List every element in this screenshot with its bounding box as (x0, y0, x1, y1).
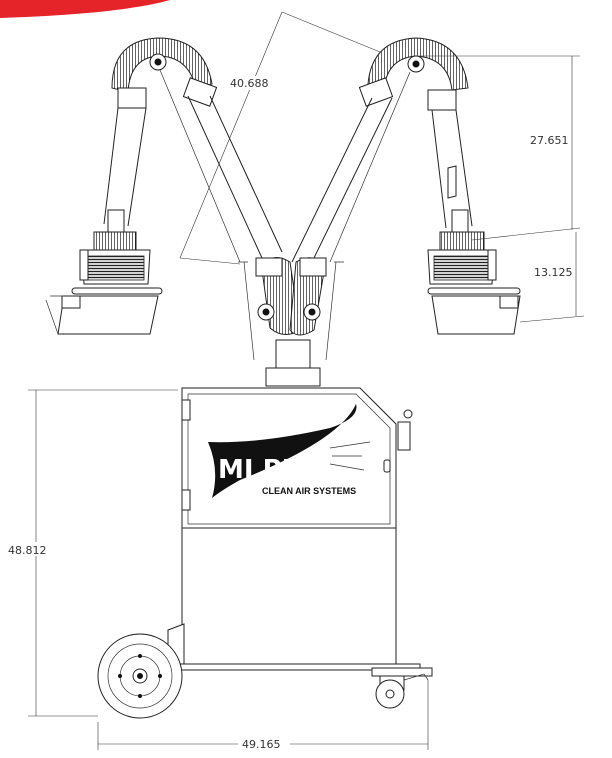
dimension-label-cabinet-height: 48.812 (8, 544, 47, 557)
cabinet: MI PDAIR CLEAN AIR SYSTEMS (167, 387, 421, 671)
center-joint (238, 257, 344, 387)
dimension-label-arm-height: 27.651 (530, 134, 569, 147)
brand-logo: MI PDAIR CLEAN AIR SYSTEMS (208, 404, 371, 498)
dimension-arm-reach: 40.688 (179, 11, 381, 265)
dimension-arm-height: 27.651 (420, 55, 581, 241)
dimension-label-arm-reach: 40.688 (230, 77, 269, 90)
wheel-icon (97, 633, 183, 719)
caster-icon (371, 667, 433, 709)
dimension-overall-width: 49.165 (97, 680, 429, 751)
dimension-hood-height: 13.125 (519, 232, 585, 323)
dimension-cabinet-height: 48.812 (4, 389, 178, 717)
logo-text: MI PDAIR (218, 455, 353, 485)
hood-icon (431, 295, 521, 335)
brand-swoosh (0, 0, 170, 18)
dimension-label-hood-height: 13.125 (534, 266, 573, 279)
dimension-label-overall-width: 49.165 (242, 738, 281, 751)
left-arm (45, 37, 283, 335)
right-arm (291, 37, 521, 335)
hood-icon (57, 295, 159, 335)
logo-tagline: CLEAN AIR SYSTEMS (262, 486, 356, 496)
